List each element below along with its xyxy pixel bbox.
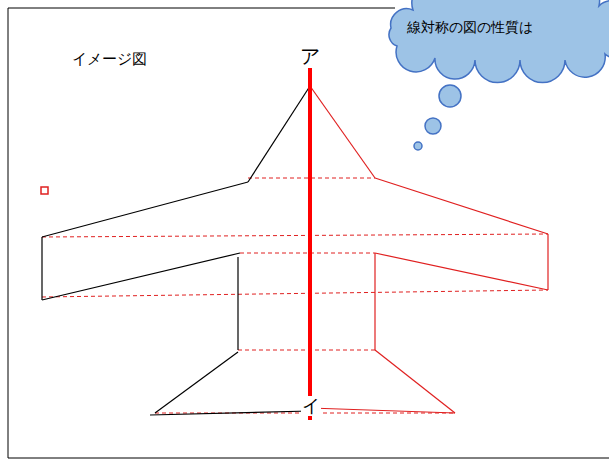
cloud-shape (389, 0, 609, 82)
marker-square (41, 187, 48, 194)
axis-point-label: ア (300, 46, 320, 66)
dashed-correspondence-lines (42, 178, 548, 413)
symmetry-axis (308, 68, 312, 420)
cloud-text: 線対称の図の性質は (407, 20, 609, 37)
right-half-outline (310, 86, 548, 413)
thought-cloud: 線対称の図の性質は (385, 0, 609, 60)
axis-point-label: イ (301, 396, 321, 416)
figure-caption: イメージ図 (72, 52, 147, 67)
thought-bubbles (414, 85, 461, 150)
worksheet-frame (8, 8, 609, 458)
left-half-outline (42, 86, 310, 415)
